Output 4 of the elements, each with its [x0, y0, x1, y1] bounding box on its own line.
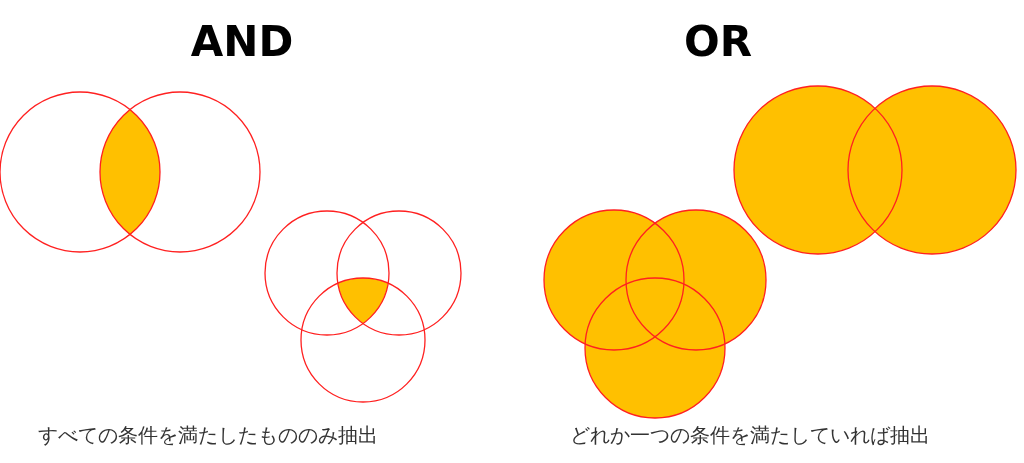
- heading: AND: [190, 18, 294, 66]
- caption: どれか一つの条件を満たしていれば抽出: [570, 423, 930, 447]
- heading: OR: [684, 18, 752, 66]
- caption: すべての条件を満たしたもののみ抽出: [38, 423, 378, 447]
